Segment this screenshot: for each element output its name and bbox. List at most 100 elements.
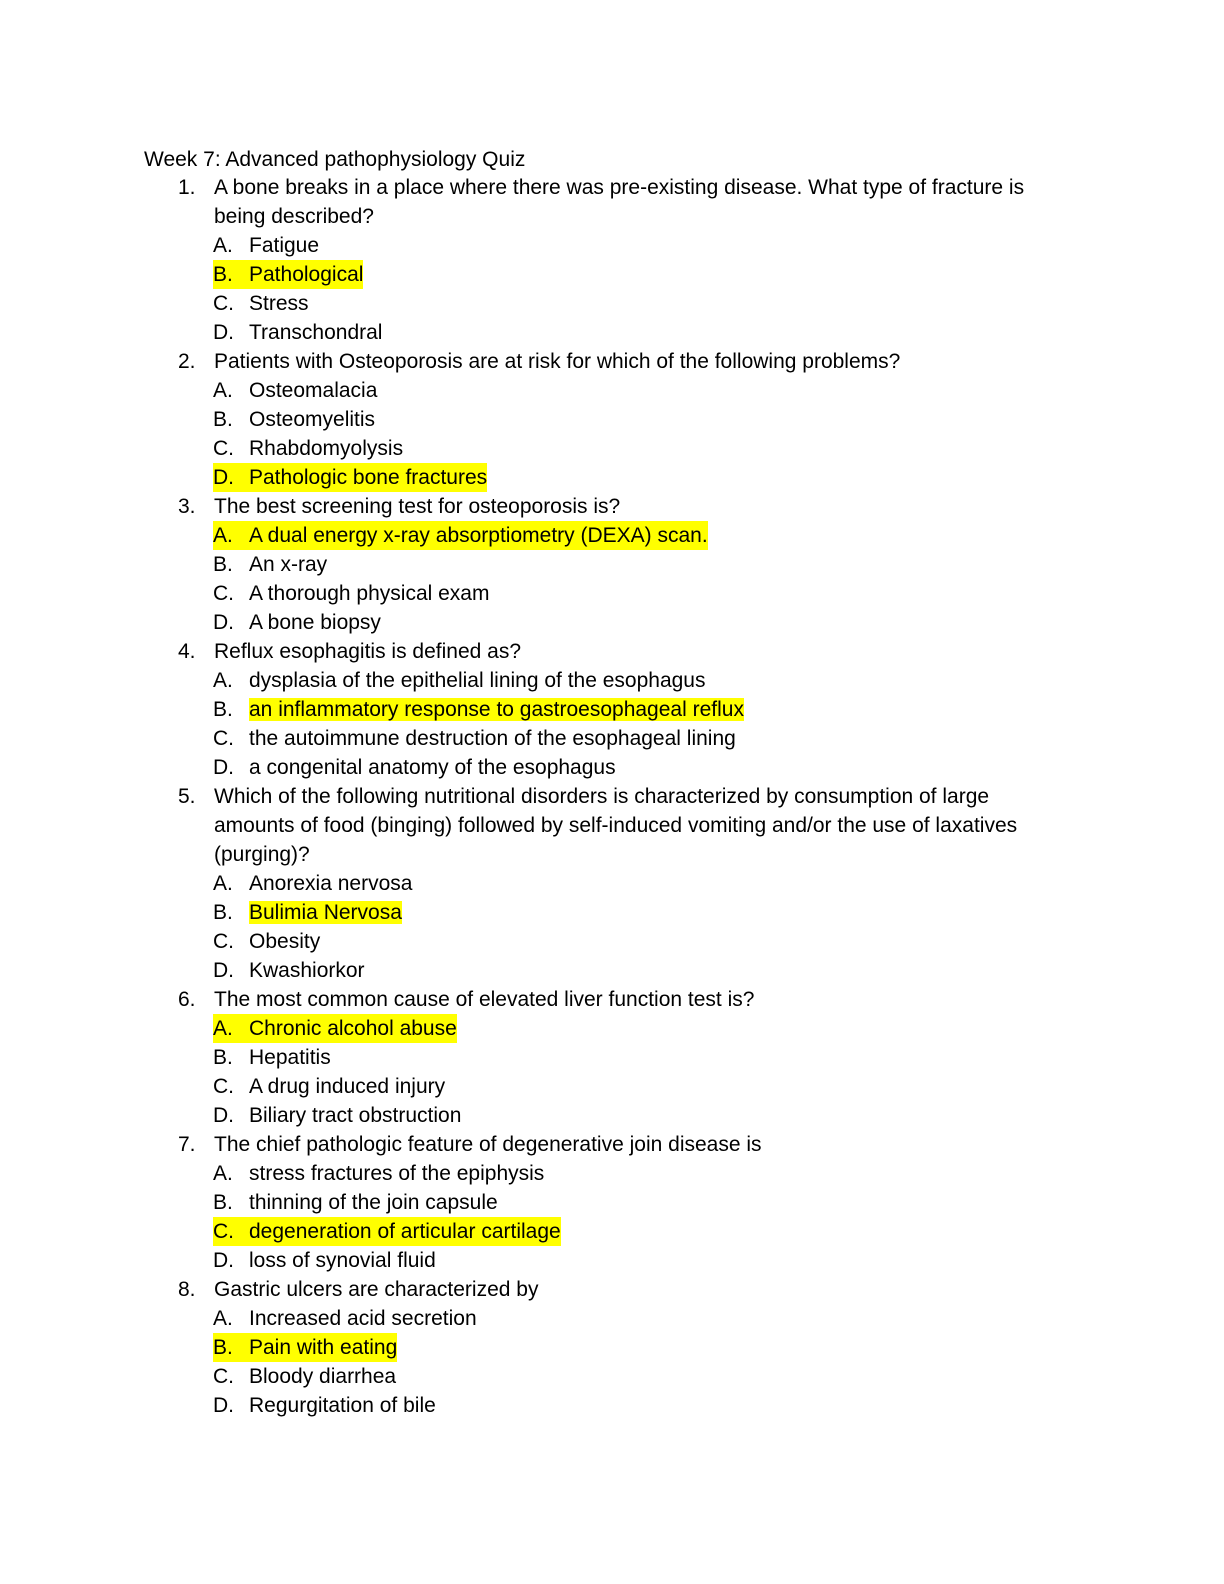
option-text: Pain with eating <box>249 1336 398 1359</box>
question-item: 7. The chief pathologic feature of degene… <box>0 1130 1224 1275</box>
answer-option: B. Bulimia Nervosa <box>0 898 1224 927</box>
question-text: Reflux esophagitis is defined as? <box>214 640 522 663</box>
option-text: thinning of the join capsule <box>249 1191 498 1214</box>
answer-option-body: C.Obesity <box>213 927 320 956</box>
option-letter: C. <box>213 930 234 953</box>
option-text: A dual energy x-ray absorptiometry (DEXA… <box>249 524 708 547</box>
answer-option: A. dysplasia of the epithelial lining of … <box>0 666 1224 695</box>
option-letter: D. <box>213 1249 234 1272</box>
option-text: Bulimia Nervosa <box>249 901 402 924</box>
answer-option-body: C.Rhabdomyolysis <box>213 434 403 463</box>
answer-option-body: C. A drug induced injury <box>213 1072 445 1101</box>
question-stem: 1.A bone breaks in a place where there w… <box>0 173 1224 231</box>
answer-option: C.the autoimmune destruction of the esop… <box>0 724 1224 753</box>
question-number: 5. <box>178 785 196 808</box>
option-letter: C. <box>213 1365 234 1388</box>
option-text: A bone biopsy <box>249 611 381 634</box>
question-item: 1.A bone breaks in a place where there w… <box>0 173 1224 347</box>
highlighted-answer: A.Chronic alcohol abuse <box>213 1014 457 1043</box>
highlighted-answer: D. Pathologic bone fractures <box>213 463 488 492</box>
highlighted-answer: C.degeneration of articular cartilage <box>213 1217 561 1246</box>
question-number: 6. <box>178 988 196 1011</box>
option-letter: C. <box>213 292 234 315</box>
option-letter: B. <box>213 1336 233 1359</box>
answer-option: A.Fatigue <box>0 231 1224 260</box>
answer-option: D. Biliary tract obstruction <box>0 1101 1224 1130</box>
option-text: Fatigue <box>249 234 320 257</box>
answer-option: B.An x-ray <box>0 550 1224 579</box>
option-letter: A. <box>213 669 233 692</box>
question-number: 4. <box>178 640 196 663</box>
answer-option: B.thinning of the join capsule <box>0 1188 1224 1217</box>
question-stem: 6. The most common cause of elevated live… <box>0 985 1224 1014</box>
question-list: 1.A bone breaks in a place where there w… <box>0 173 1224 1420</box>
answer-option: C. A thorough physical exam <box>0 579 1224 608</box>
question-number: 8. <box>178 1278 196 1301</box>
question-item: 5.Which of the following nutritional dis… <box>0 782 1224 985</box>
answer-option: D.loss of synovial fluid <box>0 1246 1224 1275</box>
option-text: Anorexia nervosa <box>249 872 413 895</box>
answer-option: D.Regurgitation of bile <box>0 1391 1224 1420</box>
answer-option: C. A drug induced injury <box>0 1072 1224 1101</box>
highlighted-answer: A.A dual energy x-ray absorptiometry (DE… <box>213 521 708 550</box>
question-number: 7. <box>178 1133 196 1156</box>
question-stem: 4. Reflux esophagitis is defined as? <box>0 637 1224 666</box>
option-letter: B. <box>213 901 233 924</box>
question-stem: 2.Patients with Osteoporosis are at risk… <box>0 347 1224 376</box>
answer-option-body: D.Regurgitation of bile <box>213 1391 436 1420</box>
answer-option-body: A. dysplasia of the epithelial lining of … <box>213 666 705 695</box>
option-text: Chronic alcohol abuse <box>249 1017 457 1040</box>
question-stem: 5.Which of the following nutritional dis… <box>0 782 1224 869</box>
answer-option-body: D. Biliary tract obstruction <box>213 1101 461 1130</box>
option-letter: D. <box>213 1104 234 1127</box>
answer-option-body: D. Kwashiorkor <box>213 956 365 985</box>
answer-option: B. Osteomyelitis <box>0 405 1224 434</box>
answer-option: B.Hepatitis <box>0 1043 1224 1072</box>
answer-option-body: D.loss of synovial fluid <box>213 1246 436 1275</box>
answer-option: A.Osteomalacia <box>0 376 1224 405</box>
option-text: Kwashiorkor <box>249 959 365 982</box>
option-letter: C. <box>213 437 234 460</box>
option-letter: C. <box>213 1075 234 1098</box>
option-text: Pathologic bone fractures <box>249 466 488 489</box>
answer-option-body: A.Osteomalacia <box>213 376 377 405</box>
answer-option: B. Pain with eating <box>0 1333 1224 1362</box>
option-text: Increased acid secretion <box>249 1307 477 1330</box>
answer-option-body: D.A bone biopsy <box>213 608 381 637</box>
question-stem: 3.The best screening test for osteoporos… <box>0 492 1224 521</box>
question-number: 3. <box>178 495 196 518</box>
option-letter: B. <box>213 263 233 286</box>
option-text: a congenital anatomy of the esophagus <box>249 756 616 779</box>
option-letter: C. <box>213 582 234 605</box>
answer-option: D. Pathologic bone fractures <box>0 463 1224 492</box>
answer-option-body: C.Bloody diarrhea <box>213 1362 396 1391</box>
question-item: 3.The best screening test for osteoporos… <box>0 492 1224 637</box>
option-text: A thorough physical exam <box>249 582 490 605</box>
option-text: Biliary tract obstruction <box>249 1104 462 1127</box>
highlighted-answer: B. Pain with eating <box>213 1333 398 1362</box>
answer-option-body: A.Increased acid secretion <box>213 1304 477 1333</box>
option-letter: D. <box>213 959 234 982</box>
answer-option-body: A.stress fractures of the epiphysis <box>213 1159 544 1188</box>
option-letter: B. <box>213 698 233 721</box>
option-text: Osteomyelitis <box>249 408 376 431</box>
question-text: The most common cause of elevated liver … <box>214 988 755 1011</box>
answer-option: A.stress fractures of the epiphysis <box>0 1159 1224 1188</box>
option-letter: B. <box>213 553 233 576</box>
answer-option-body: D.Transchondral <box>213 318 382 347</box>
option-text: A drug induced injury <box>249 1075 446 1098</box>
question-number: 2. <box>178 350 196 373</box>
answer-option-body: B.An x-ray <box>213 550 327 579</box>
answer-option: C.Bloody diarrhea <box>0 1362 1224 1391</box>
option-letter: A. <box>213 1162 233 1185</box>
option-letter: B. <box>213 408 233 431</box>
question-text: The chief pathologic feature of degenera… <box>214 1133 762 1156</box>
option-text: dysplasia of the epithelial lining of th… <box>249 669 706 692</box>
option-text: an inflammatory response to gastroesopha… <box>249 698 744 721</box>
answer-option: D.a congenital anatomy of the esophagus <box>0 753 1224 782</box>
option-letter: C. <box>213 727 234 750</box>
option-letter: D. <box>213 466 234 489</box>
answer-option: A. Anorexia nervosa <box>0 869 1224 898</box>
answer-option: B.Pathological <box>0 260 1224 289</box>
option-letter: A. <box>213 872 233 895</box>
